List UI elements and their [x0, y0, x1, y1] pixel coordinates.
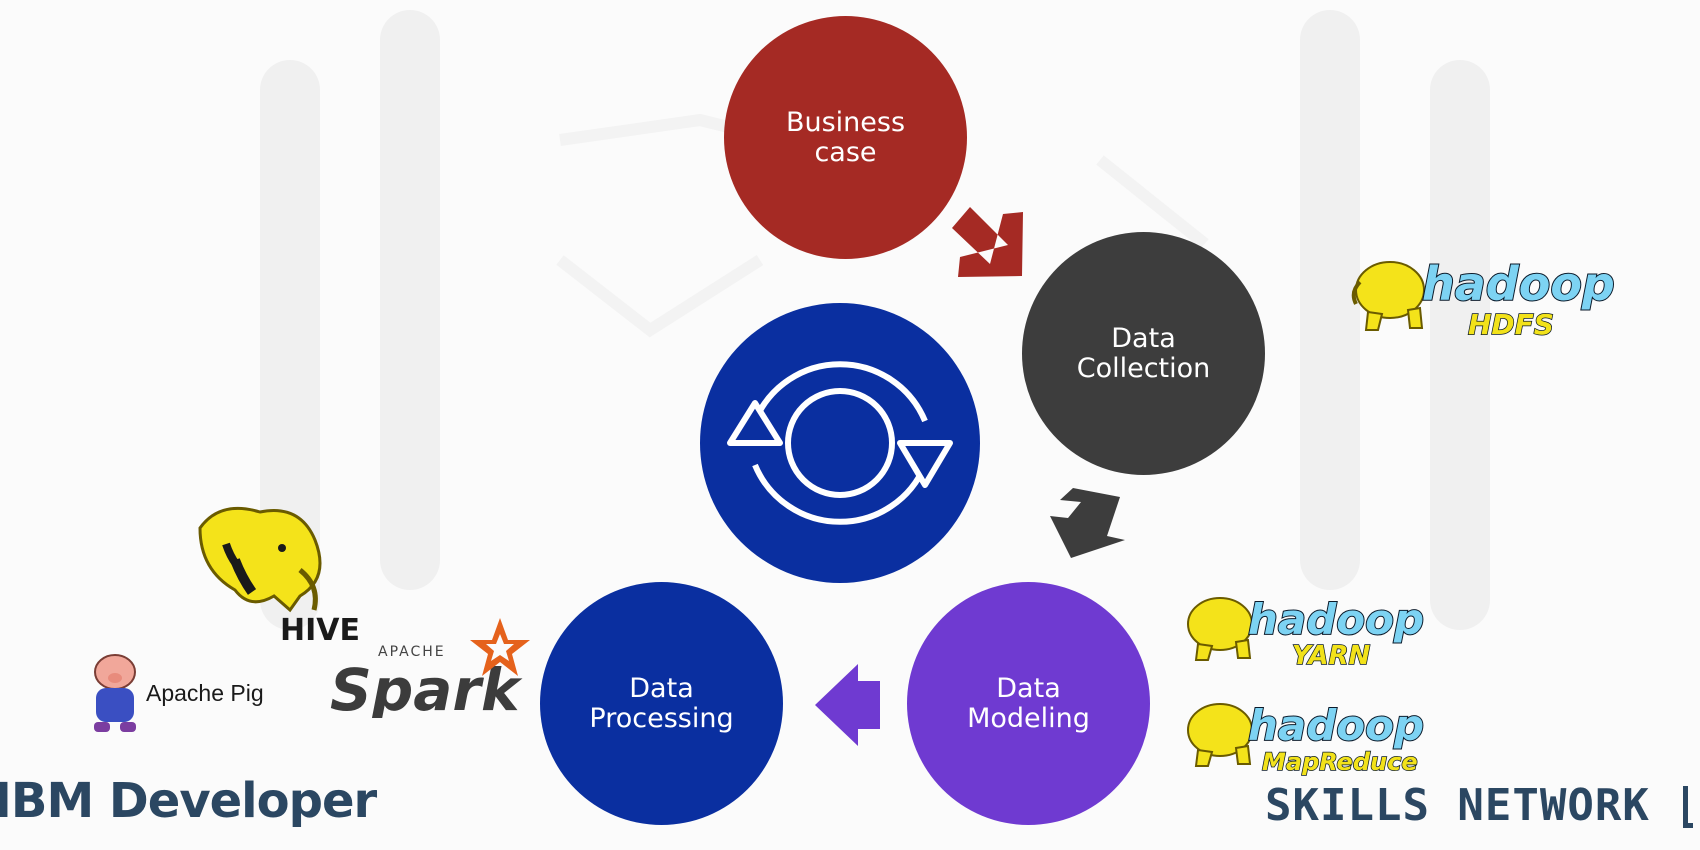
node-business-case-label: Business case: [785, 106, 906, 168]
hadoop-yarn-logo: hadoop YARN: [1187, 594, 1425, 670]
node-data-modeling: Data Modeling: [907, 582, 1150, 825]
node-data-collection-label: Data Collection: [1076, 322, 1211, 384]
node-data-collection: Data Collection: [1022, 232, 1265, 475]
hadoop-hdfs-word: hadoop: [1422, 257, 1615, 311]
spark-logo: APACHE Spark: [330, 618, 530, 718]
hadoop-yarn-word: hadoop: [1248, 595, 1424, 644]
apache-pig-logo: Apache Pig: [84, 650, 294, 740]
node-data-processing: Data Processing: [540, 582, 783, 825]
hadoop-mapreduce-sub: MapReduce: [1262, 748, 1418, 776]
hadoop-yarn-sub: YARN: [1292, 641, 1370, 670]
footer-skills-network-mark: [1683, 786, 1693, 828]
apache-pig-label: Apache Pig: [146, 680, 264, 706]
cycle-node: [700, 303, 980, 583]
hive-logo: HIVE: [198, 506, 360, 645]
hadoop-hdfs-logo: hadoop HDFS: [1351, 256, 1616, 340]
hadoop-mapreduce-logo: hadoop MapReduce: [1187, 700, 1425, 776]
footer-ibm-developer: IBM Developer: [0, 773, 377, 829]
hive-word: HIVE: [280, 613, 360, 645]
node-data-modeling-label: Data Modeling: [967, 672, 1090, 734]
node-data-processing-label: Data Processing: [589, 672, 734, 734]
pig-icon: [94, 654, 136, 732]
cycle-icon: [727, 361, 953, 525]
arrow-business-to-collection: [952, 207, 1023, 277]
arrow-collection-to-modeling: [1050, 488, 1125, 558]
hadoop-hdfs-sub: HDFS: [1468, 308, 1554, 340]
hadoop-mapreduce-word: hadoop: [1248, 701, 1424, 750]
arrow-modeling-to-processing: [815, 664, 880, 746]
node-business-case: Business case: [724, 16, 967, 259]
spark-top-word: APACHE: [378, 644, 446, 660]
footer-skills-network: SKILLS NETWORK: [1265, 780, 1650, 831]
